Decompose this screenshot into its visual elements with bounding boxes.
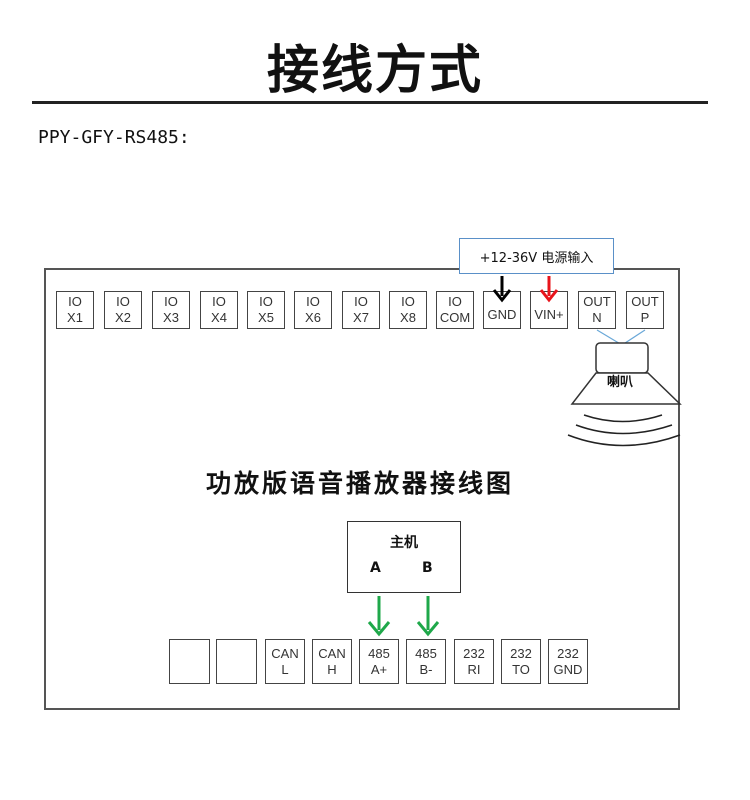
terminal-io-x3: IO X3 xyxy=(152,291,190,329)
terminal-line2: X4 xyxy=(211,310,227,325)
terminal-485-b: 485 B- xyxy=(406,639,446,684)
terminal-line1: 232 xyxy=(463,645,485,661)
terminal-line1: 232 xyxy=(557,645,579,661)
terminal-line2: COM xyxy=(439,310,471,325)
title-divider xyxy=(32,101,708,104)
controller-board xyxy=(44,268,680,710)
terminal-485-a: 485 A+ xyxy=(359,639,399,684)
terminal-line1: IO xyxy=(259,294,273,309)
terminal-line2: N xyxy=(592,310,602,325)
terminal-line1: CAN xyxy=(271,645,299,661)
terminal-line1: IO xyxy=(116,294,130,309)
terminal-line1: VIN+ xyxy=(534,307,564,322)
terminal-io-x1: IO X1 xyxy=(56,291,94,329)
terminal-line2: X2 xyxy=(115,310,131,325)
terminal-blank-1 xyxy=(169,639,210,684)
terminal-io-com: IO COM xyxy=(436,291,474,329)
terminal-line2: GND xyxy=(553,661,583,677)
diagram-title: 功放版语音播放器接线图 xyxy=(205,469,514,498)
terminal-line2: X5 xyxy=(258,310,274,325)
terminal-line1: 485 xyxy=(415,645,437,661)
terminal-line2: X1 xyxy=(67,310,83,325)
terminal-vin: VIN+ xyxy=(530,291,568,329)
terminal-line1: 232 xyxy=(510,645,532,661)
terminal-can-h: CAN H xyxy=(312,639,352,684)
terminal-line2: RI xyxy=(467,661,481,677)
terminal-out-n: OUT N xyxy=(578,291,616,329)
terminal-io-x5: IO X5 xyxy=(247,291,285,329)
terminal-line2: L xyxy=(281,661,289,677)
terminal-line1: IO xyxy=(68,294,82,309)
terminal-io-x4: IO X4 xyxy=(200,291,238,329)
terminal-line2: TO xyxy=(512,661,530,677)
terminal-line2: P xyxy=(640,310,650,325)
terminal-line1: IO xyxy=(354,294,368,309)
terminal-232-gnd: 232 GND xyxy=(548,639,588,684)
terminal-line2: X7 xyxy=(353,310,369,325)
terminal-out-p: OUT P xyxy=(626,291,664,329)
host-a-label: A xyxy=(370,560,381,576)
speaker-label: 喇叭 xyxy=(607,375,634,390)
terminal-line1: IO xyxy=(306,294,320,309)
terminal-line1: OUT xyxy=(583,294,611,309)
terminal-line1: IO xyxy=(212,294,226,309)
terminal-line2: X3 xyxy=(163,310,179,325)
power-input-label: +12-36V 电源输入 xyxy=(459,238,614,274)
terminal-io-x7: IO X7 xyxy=(342,291,380,329)
host-b-label: B xyxy=(422,560,433,576)
model-label: PPY-GFY-RS485: xyxy=(38,127,190,148)
terminal-line1: CAN xyxy=(318,645,346,661)
terminal-line2: B- xyxy=(419,661,433,677)
terminal-line2: X6 xyxy=(305,310,321,325)
terminal-line1: IO xyxy=(401,294,415,309)
terminal-can-l: CAN L xyxy=(265,639,305,684)
terminal-gnd: GND xyxy=(483,291,521,329)
terminal-line2: H xyxy=(327,661,337,677)
terminal-io-x8: IO X8 xyxy=(389,291,427,329)
terminal-line1: OUT xyxy=(631,294,659,309)
host-label: 主机 xyxy=(390,535,418,551)
host-box: 主机 A B xyxy=(347,521,461,593)
page-title: 接线方式 xyxy=(266,41,483,101)
terminal-blank-2 xyxy=(216,639,257,684)
terminal-line1: IO xyxy=(448,294,462,309)
terminal-line1: GND xyxy=(487,307,517,322)
terminal-232-ri: 232 RI xyxy=(454,639,494,684)
terminal-io-x2: IO X2 xyxy=(104,291,142,329)
terminal-232-to: 232 TO xyxy=(501,639,541,684)
terminal-line2: A+ xyxy=(370,661,388,677)
terminal-line1: 485 xyxy=(368,645,390,661)
terminal-io-x6: IO X6 xyxy=(294,291,332,329)
terminal-line2: X8 xyxy=(400,310,416,325)
terminal-line1: IO xyxy=(164,294,178,309)
